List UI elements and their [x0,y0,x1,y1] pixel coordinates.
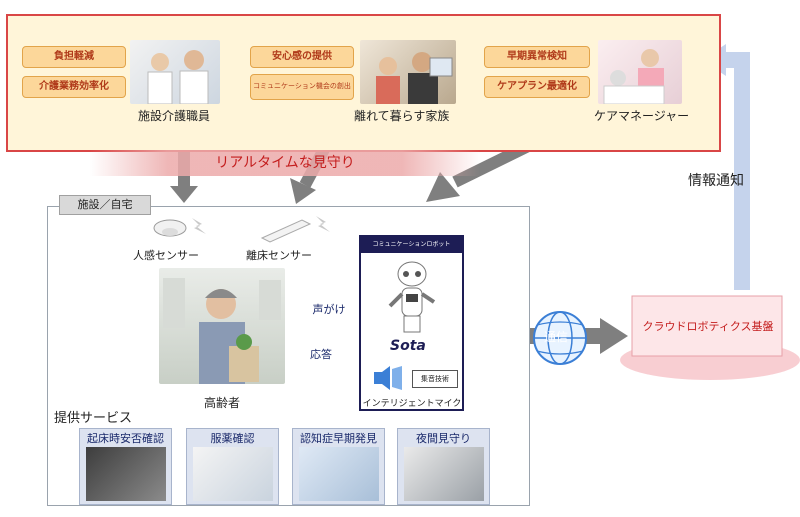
motion-sensor-label: 人感センサー [133,249,199,262]
realtime-watch-label: リアルタイムな見守り [215,155,355,171]
service-card: 服薬確認 [186,428,279,505]
service-photo [299,447,379,501]
benefit-tag: 負担軽減 [22,46,126,68]
care-manager-label: ケアマネージャー [594,109,690,123]
benefit-tag: ケアプラン最適化 [484,76,590,98]
cloud-platform-label: クラウドロボティクス基盤 [642,320,774,333]
bed-sensor-icon [258,214,338,244]
facility-tab: 施設／自宅 [59,195,151,215]
realtime-watch-band [90,150,480,176]
service-label: 起床時安否確認 [87,432,164,445]
benefit-tag: 介護業務効率化 [22,76,126,98]
sota-brand: Sota [390,338,426,354]
motion-sensor-icon [152,214,206,240]
service-photo [404,447,484,501]
speaker-icon [372,366,404,390]
globe-icon [533,311,587,365]
service-card: 起床時安否確認 [79,428,172,505]
service-card: 認知症早期発見 [292,428,385,505]
family-photo [360,40,456,104]
care-manager-photo [598,40,682,104]
info-notice-arrow [722,52,750,290]
family-label: 離れて暮らす家族 [354,109,450,123]
elder-label: 高齢者 [204,396,241,410]
sound-collection-chip: 集音技術 [412,370,458,388]
service-label: 服薬確認 [210,432,255,445]
service-label: 夜間見守り [416,432,471,445]
cloud-shape [620,295,800,380]
care-staff-label: 施設介護職員 [138,109,211,123]
service-photo [86,447,166,501]
voice-call-label: 声がけ [312,303,346,316]
intelligent-mic-label: インテリジェントマイク [362,399,462,409]
sota-robot-icon [382,258,442,338]
robot-header: コミュニケーションロボット [361,237,462,253]
benefit-tag: コミュニケーション機会の創出 [250,74,354,100]
service-photo [193,447,273,501]
bed-sensor-label: 離床センサー [246,249,312,262]
elder-photo [159,268,285,384]
service-card: 夜間見守り [397,428,490,505]
comm-label: 通信 [543,330,568,344]
services-title: 提供サービス [54,411,133,426]
benefit-tag: 早期異常検知 [484,46,590,68]
service-label: 認知症早期発見 [300,432,377,445]
benefit-tag: 安心感の提供 [250,46,354,68]
response-label: 応答 [310,348,332,361]
care-staff-photo [130,40,220,104]
info-notice-label: 情報通知 [688,173,744,189]
